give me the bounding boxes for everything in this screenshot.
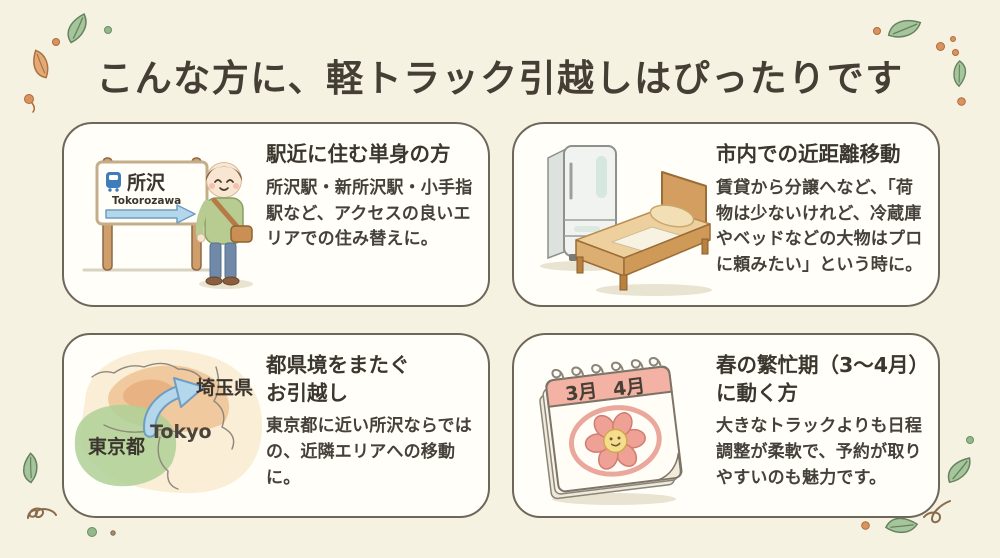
calendar-illustration: 3月 4月 [514, 335, 716, 516]
fridge-bed-illustration [514, 124, 716, 305]
swirl-icon [27, 507, 57, 519]
calendar-month-april: 4月 [612, 375, 647, 401]
dot-icon [952, 49, 959, 56]
train-icon [106, 172, 121, 192]
calendar-month-march: 3月 [564, 380, 599, 406]
fridge-bed-image [540, 145, 712, 296]
leaf-icon [887, 19, 922, 38]
calendar: 3月 4月 [539, 356, 683, 500]
move-arrow [143, 377, 205, 438]
map-label-tokyo-ja: 東京都 [88, 435, 145, 458]
dot-icon [966, 436, 974, 444]
spiral-binding [551, 356, 662, 380]
leaf-icon [953, 60, 967, 88]
card-title: 春の繁忙期（3〜4月） に動く方 [716, 353, 930, 405]
card-body: 東京都に近い所沢ならではの、近隣エリアへの移動に。 [266, 416, 472, 488]
dot-icon [87, 527, 97, 537]
card-text: 市内での近距離移動 賃貸から分譲へなど、「荷物は少ないけれど、冷蔵庫やベッドなど… [716, 124, 938, 305]
spring-calendar-image: 3月 4月 [539, 356, 683, 505]
station-name-ja: 所沢 [127, 171, 166, 194]
leaf-icon [67, 12, 87, 44]
map-illustration: 埼玉県 Tokyo 東京都 [64, 335, 266, 516]
card-title: 市内での近距離移動 [716, 142, 901, 166]
map-label-tokyo-en: Tokyo [150, 421, 212, 443]
leaf-icon [22, 452, 38, 484]
dot-icon [52, 38, 60, 46]
dot-icon [873, 27, 881, 35]
direction-arrow [105, 204, 196, 224]
dot-icon [110, 530, 116, 536]
station-name-en: Tokorozawa [112, 195, 181, 207]
dot-icon [861, 521, 870, 530]
card-body: 大きなトラックよりも日程調整が柔軟で、予約が取りやすいのも魅力です。 [716, 416, 923, 488]
card-title: 駅近に住む単身の方 [266, 142, 451, 166]
card-cross-prefecture: 埼玉県 Tokyo 東京都 都県境をまたぐ お引越し 東京都に近い所沢ならではの… [62, 333, 490, 518]
leaf-icon [947, 457, 971, 484]
refrigerator [547, 145, 617, 261]
dot-icon [104, 26, 112, 34]
card-text: 都県境をまたぐ お引越し 東京都に近い所沢ならではの、近隣エリアへの移動に。 [266, 335, 488, 516]
dot-icon [24, 94, 36, 113]
page-title: こんな方に、軽トラック引越しはぴったりです [96, 57, 904, 100]
card-short-distance: 市内での近距離移動 賃貸から分譲へなど、「荷物は少ないけれど、冷蔵庫やベッドなど… [512, 122, 940, 307]
station-sign-person-image: 所沢 Tokorozawa [82, 157, 253, 289]
card-text: 春の繁忙期（3〜4月） に動く方 大きなトラックよりも日程調整が柔軟で、予約が取… [716, 335, 938, 516]
dot-icon [957, 97, 966, 106]
card-title: 都県境をまたぐ お引越し [266, 353, 410, 405]
leaf-icon [884, 517, 919, 534]
dot-icon [936, 42, 945, 51]
card-body: 賃貸から分譲へなど、「荷物は少ないけれど、冷蔵庫やベッドなどの大物はプロに頼みた… [716, 177, 923, 276]
station-sign-illustration: 所沢 Tokorozawa [64, 124, 266, 305]
card-text: 駅近に住む単身の方 所沢駅・新所沢駅・小手指駅など、アクセスの良いエリアでの住み… [266, 124, 488, 305]
person-figure [195, 162, 253, 286]
bed [575, 171, 711, 291]
leaf-icon [33, 49, 49, 79]
tokyo-saitama-map-image: 埼玉県 Tokyo 東京都 [74, 349, 263, 494]
card-body: 所沢駅・新所沢駅・小手指駅など、アクセスの良いエリアでの住み替えに。 [266, 177, 473, 250]
card-station-single: 所沢 Tokorozawa [62, 122, 490, 307]
card-spring-season: 3月 4月 春の繁忙期（3〜4月） に [512, 333, 940, 518]
map-label-saitama: 埼玉県 [196, 376, 253, 399]
dot-icon [950, 36, 956, 42]
swirl-icon [923, 500, 951, 524]
